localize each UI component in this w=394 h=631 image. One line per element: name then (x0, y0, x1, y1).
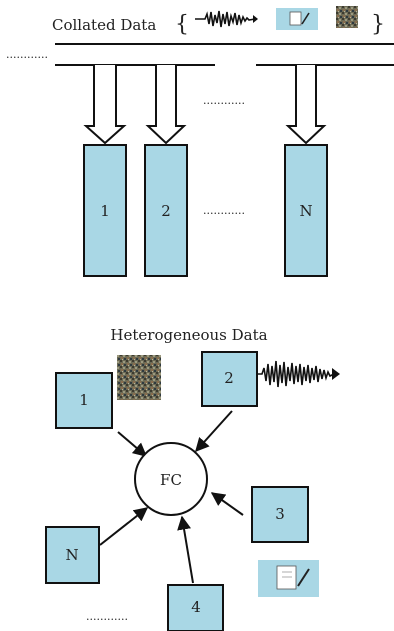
client-3-label: 3 (275, 505, 285, 523)
column-2-label: 2 (161, 202, 171, 220)
arrow-client-1 (117, 431, 148, 457)
document-icon (258, 560, 319, 597)
client-n: N (45, 526, 100, 584)
arrows-ellipsis: ............ (203, 94, 245, 107)
hollow-arrow-2 (145, 65, 187, 145)
column-2: 2 (144, 144, 188, 277)
arrow-client-4 (177, 515, 194, 584)
clients-ellipsis: ............ (86, 610, 128, 623)
client-4-label: 4 (191, 598, 201, 616)
collated-data-section: Collated Data { } ............ .........… (6, 6, 394, 277)
noise-image-icon (336, 6, 358, 28)
noise-image-icon (117, 355, 161, 400)
collated-data-title: Collated Data (52, 16, 156, 34)
hollow-arrow-1 (83, 65, 127, 145)
client-1: 1 (55, 372, 113, 429)
column-1-label: 1 (100, 202, 110, 220)
fusion-center-label: FC (160, 471, 182, 489)
client-n-label: N (65, 546, 78, 564)
brace-open: { (175, 12, 189, 37)
fusion-center: FC (134, 442, 208, 516)
heterogeneous-data-title: Heterogeneous Data (110, 326, 267, 344)
brace-close: } (371, 12, 385, 37)
arrow-client-n (99, 507, 149, 546)
client-2: 2 (201, 351, 258, 407)
arrow-client-2 (195, 410, 233, 453)
column-n: N (284, 144, 328, 277)
top-left-ellipsis: ............ (6, 48, 48, 61)
column-1: 1 (83, 144, 127, 277)
column-n-label: N (299, 202, 312, 220)
arrow-client-3 (210, 492, 244, 516)
waveform-icon (195, 10, 258, 28)
client-1-label: 1 (79, 391, 89, 409)
waveform-icon (258, 360, 340, 388)
client-4: 4 (167, 584, 224, 631)
client-3: 3 (251, 486, 309, 543)
client-2-label: 2 (224, 369, 234, 387)
heterogeneous-data-section: Heterogeneous Data FC 1 2 3 (45, 326, 340, 631)
hollow-arrow-n (285, 65, 327, 145)
columns-ellipsis: ............ (203, 204, 245, 217)
document-icon (276, 8, 318, 30)
